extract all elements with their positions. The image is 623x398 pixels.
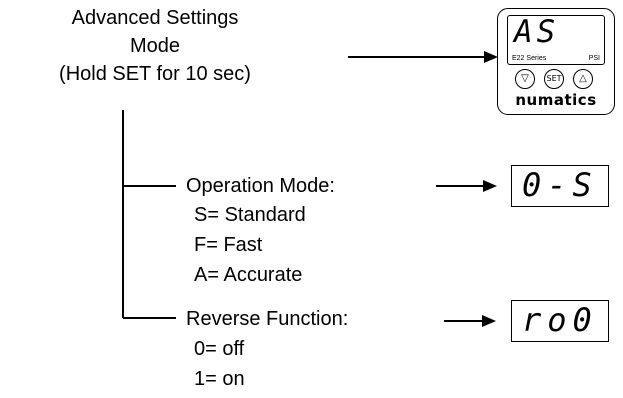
reverse-function-option: 0= off bbox=[194, 338, 245, 360]
operation-mode-option: S= Standard bbox=[194, 204, 306, 226]
device-screen-text: AS bbox=[514, 14, 560, 50]
root-title-line2: Mode bbox=[129, 35, 181, 57]
operation-mode-option: A= Accurate bbox=[194, 264, 303, 286]
set-button: SET bbox=[544, 69, 564, 89]
device-screen: AS E22 Series PSI bbox=[507, 14, 605, 65]
up-button-icon: △ bbox=[573, 69, 593, 89]
root-title-line3: (Hold SET for 10 sec) bbox=[59, 63, 251, 85]
unit-label: PSI bbox=[588, 55, 600, 62]
reverse-function-label: Reverse Function: bbox=[186, 308, 349, 330]
root-title-line1: Advanced Settings bbox=[71, 7, 239, 29]
operation-mode-display: 0-S bbox=[511, 165, 609, 207]
reverse-function-display-text: ro0 bbox=[522, 301, 598, 339]
operation-mode-display-text: 0-S bbox=[522, 166, 598, 204]
brand-logo: numatics bbox=[515, 91, 597, 109]
reverse-function-display: ro0 bbox=[511, 300, 609, 342]
arrow-head-advanced bbox=[484, 51, 498, 63]
device-panel: AS E22 Series PSI ▽ SET △ numatics bbox=[497, 8, 615, 115]
reverse-function-option: 1= on bbox=[194, 368, 245, 390]
arrow-head-reverse bbox=[482, 315, 496, 327]
operation-mode-label: Operation Mode: bbox=[186, 175, 335, 197]
series-label: E22 Series bbox=[512, 55, 547, 62]
down-button-icon: ▽ bbox=[515, 69, 535, 89]
operation-mode-option: F= Fast bbox=[194, 234, 263, 256]
arrow-head-operation bbox=[483, 180, 497, 192]
